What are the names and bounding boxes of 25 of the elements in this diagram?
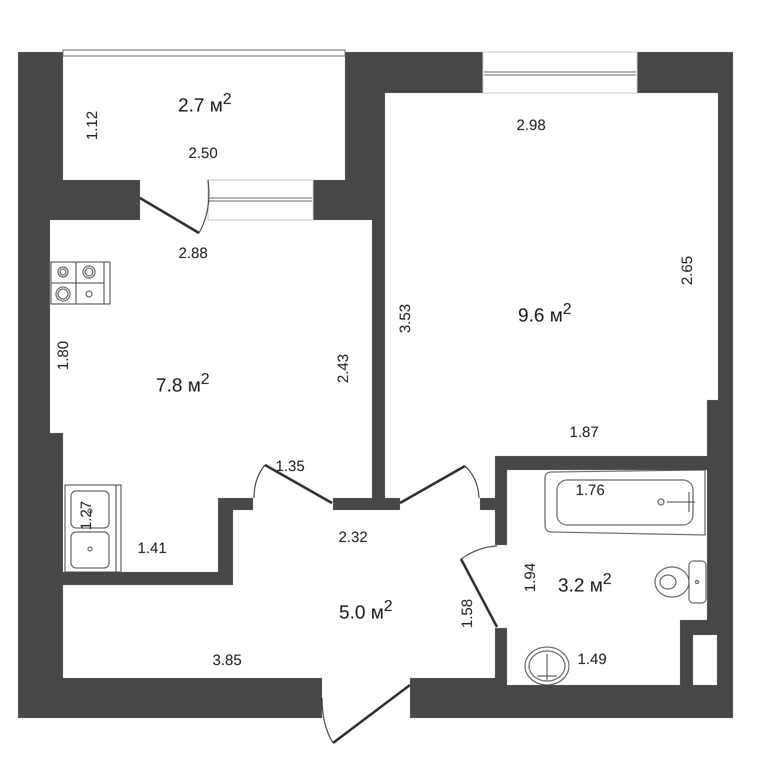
dimension-label: 3.85 xyxy=(212,652,242,668)
area-label: 9.6 м$^{2}$ xyxy=(518,302,572,325)
area-label: 2.7 м$^{2}$ xyxy=(178,92,232,115)
room-floor xyxy=(385,93,718,498)
dimension-label: 1.49 xyxy=(578,652,607,666)
area-label: 7.8 м$^{2}$ xyxy=(156,372,210,395)
dimension-label: 1.58 xyxy=(460,598,475,628)
dimension-label: 1.12 xyxy=(84,110,100,140)
dimension-label: 2.43 xyxy=(336,353,351,383)
dimension-label: 1.27 xyxy=(78,500,94,530)
dimension-label: 1.94 xyxy=(522,562,538,592)
dimension-label: 1.80 xyxy=(56,340,71,370)
dimension-label: 1.76 xyxy=(576,482,605,498)
dimension-label: 3.53 xyxy=(398,303,413,333)
dimension-label: 2.50 xyxy=(188,146,218,160)
dimension-label: 2.32 xyxy=(338,530,368,544)
area-label: 3.2 м$^{2}$ xyxy=(558,572,612,595)
dimension-label: 1.41 xyxy=(138,540,167,556)
dimension-label: 1.35 xyxy=(276,458,305,474)
room-floor xyxy=(63,54,345,180)
dimension-label: 2.88 xyxy=(178,246,208,260)
dimension-label: 2.65 xyxy=(680,255,695,285)
dimension-label: 2.98 xyxy=(516,118,546,132)
area-label: 5.0 м$^{2}$ xyxy=(339,598,393,622)
dimension-label: 1.87 xyxy=(570,424,599,440)
